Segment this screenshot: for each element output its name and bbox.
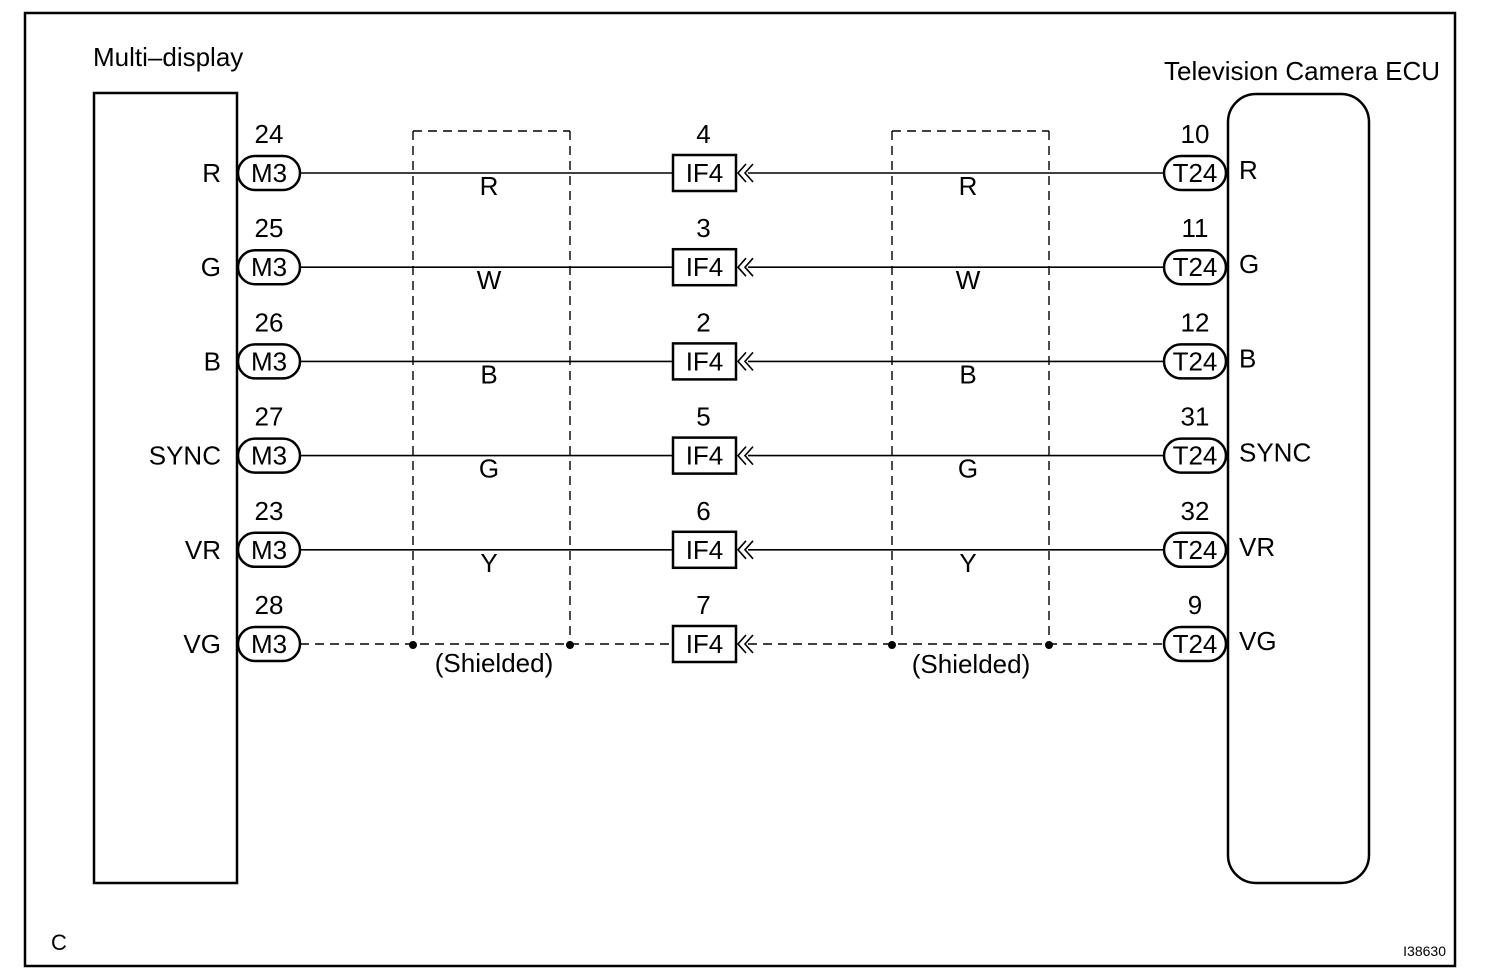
wire-color-left: G xyxy=(479,454,499,484)
right-connector-pill xyxy=(1162,437,1228,474)
shield-junction-dot xyxy=(566,641,574,649)
multi-display-body xyxy=(92,91,239,885)
right-connector-pill xyxy=(1162,531,1228,569)
wire-color-right: R xyxy=(959,171,978,201)
corner-code: C xyxy=(51,930,67,955)
junction-connector-label: IF4 xyxy=(686,346,724,376)
right-pin-number: 31 xyxy=(1181,402,1210,432)
right-connector-label: T24 xyxy=(1173,346,1218,376)
wire-color-right: W xyxy=(956,265,981,295)
plug-arrow-icon xyxy=(736,351,754,371)
tv-camera-ecu-body xyxy=(1226,92,1371,885)
right-pin-number: 12 xyxy=(1181,307,1210,337)
plug-arrow-icon xyxy=(736,163,754,183)
junction-connector-label: IF4 xyxy=(686,252,724,282)
diagram-frame xyxy=(23,11,1457,968)
wire-color-right: Y xyxy=(959,548,976,578)
left-pin-number: 25 xyxy=(255,213,284,243)
left-pin-number: 24 xyxy=(255,119,284,149)
shield-junction-dot xyxy=(409,641,417,649)
right-signal-label: VG xyxy=(1239,626,1277,656)
shield-junction-dot xyxy=(1045,641,1053,649)
junction-connector-box xyxy=(671,153,738,193)
wire-color-right: B xyxy=(959,359,976,389)
left-shield-label: (Shielded) xyxy=(435,648,554,678)
right-pin-number: 11 xyxy=(1182,213,1209,243)
right-pin-number: 32 xyxy=(1181,496,1210,526)
junction-connector-label: IF4 xyxy=(686,441,724,471)
right-shield-label: (Shielded) xyxy=(912,649,1031,679)
left-signal-label: B xyxy=(204,346,221,376)
junction-pin-number: 6 xyxy=(696,496,710,526)
right-connector-label: T24 xyxy=(1173,441,1218,471)
wire-color-right: G xyxy=(958,454,978,484)
right-component-title: Television Camera ECU xyxy=(1164,56,1440,86)
left-connector-label: M3 xyxy=(251,346,287,376)
plug-arrow-icon xyxy=(736,634,754,654)
junction-connector-box xyxy=(671,530,738,570)
junction-connector-label: IF4 xyxy=(686,535,724,565)
left-connector-pill xyxy=(236,437,302,474)
right-signal-label: SYNC xyxy=(1239,438,1311,468)
right-connector-pill xyxy=(1162,154,1228,192)
left-connector-label: M3 xyxy=(251,629,287,659)
left-pin-number: 27 xyxy=(255,402,284,432)
right-connector-pill xyxy=(1162,248,1228,286)
left-pin-number: 23 xyxy=(255,496,284,526)
junction-connector-box xyxy=(671,247,738,287)
left-shield-box xyxy=(412,130,571,645)
right-connector-label: T24 xyxy=(1173,158,1218,188)
junction-connector-label: IF4 xyxy=(686,629,724,659)
wire-color-left: R xyxy=(480,171,499,201)
left-connector-label: M3 xyxy=(251,158,287,188)
left-signal-label: G xyxy=(201,252,221,282)
right-connector-pill xyxy=(1162,343,1228,380)
right-signal-label: G xyxy=(1239,249,1259,279)
left-connector-pill xyxy=(236,531,302,569)
plug-arrow-icon xyxy=(736,446,754,466)
left-signal-label: SYNC xyxy=(149,441,221,471)
left-signal-label: R xyxy=(202,158,221,188)
wire-color-left: Y xyxy=(480,548,497,578)
wire-color-left: W xyxy=(477,265,502,295)
right-connector-label: T24 xyxy=(1173,252,1218,282)
junction-pin-number: 3 xyxy=(696,213,710,243)
shield-junction-dot xyxy=(888,641,896,649)
junction-pin-number: 2 xyxy=(696,307,710,337)
right-connector-label: T24 xyxy=(1173,629,1218,659)
right-signal-label: R xyxy=(1239,155,1258,185)
plug-arrow-icon xyxy=(736,257,754,277)
right-connector-pill xyxy=(1162,625,1228,663)
right-signal-label: VR xyxy=(1239,532,1275,562)
right-pin-number: 10 xyxy=(1181,119,1210,149)
left-connector-label: M3 xyxy=(251,252,287,282)
plug-arrow-icon xyxy=(736,540,754,560)
right-signal-label: B xyxy=(1239,343,1256,373)
left-connector-pill xyxy=(236,625,302,663)
left-pin-number: 28 xyxy=(255,590,284,620)
left-signal-label: VG xyxy=(183,629,221,659)
wire-color-left: B xyxy=(480,359,497,389)
junction-connector-box xyxy=(671,342,738,381)
figure-id: I38630 xyxy=(1403,943,1446,959)
left-connector-pill xyxy=(236,248,302,286)
right-connector-label: T24 xyxy=(1173,535,1218,565)
right-shield-box xyxy=(891,130,1050,645)
junction-pin-number: 4 xyxy=(696,119,710,149)
right-pin-number: 9 xyxy=(1188,590,1202,620)
junction-connector-label: IF4 xyxy=(686,158,724,188)
left-component-title: Multi–display xyxy=(93,42,243,72)
left-connector-pill xyxy=(236,343,302,380)
left-connector-pill xyxy=(236,154,302,192)
junction-connector-box xyxy=(671,624,738,664)
left-connector-label: M3 xyxy=(251,535,287,565)
junction-pin-number: 7 xyxy=(696,590,710,620)
junction-connector-box xyxy=(671,436,738,475)
left-signal-label: VR xyxy=(185,535,221,565)
left-connector-label: M3 xyxy=(251,441,287,471)
left-pin-number: 26 xyxy=(255,307,284,337)
junction-pin-number: 5 xyxy=(696,402,710,432)
